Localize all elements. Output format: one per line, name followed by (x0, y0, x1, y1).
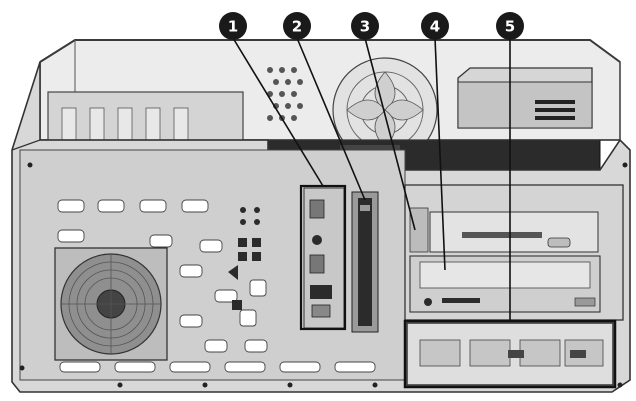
callout-1: 1 (219, 12, 247, 40)
drive-rail (352, 192, 378, 332)
drive-bays (405, 185, 623, 320)
front-io-assembly (304, 188, 344, 328)
callout-5-number: 5 (505, 18, 515, 36)
callout-4: 4 (421, 12, 449, 40)
front-fan (55, 248, 167, 360)
callout-3-number: 3 (360, 18, 370, 36)
callout-4-number: 4 (430, 18, 440, 36)
callout-1-number: 1 (228, 18, 238, 36)
callout-5: 5 (496, 12, 524, 40)
callout-3: 3 (351, 12, 379, 40)
power-supply (458, 68, 592, 128)
callout-2: 2 (283, 12, 311, 40)
callout-2-number: 2 (292, 18, 302, 36)
lower-drive-bay (407, 323, 613, 385)
